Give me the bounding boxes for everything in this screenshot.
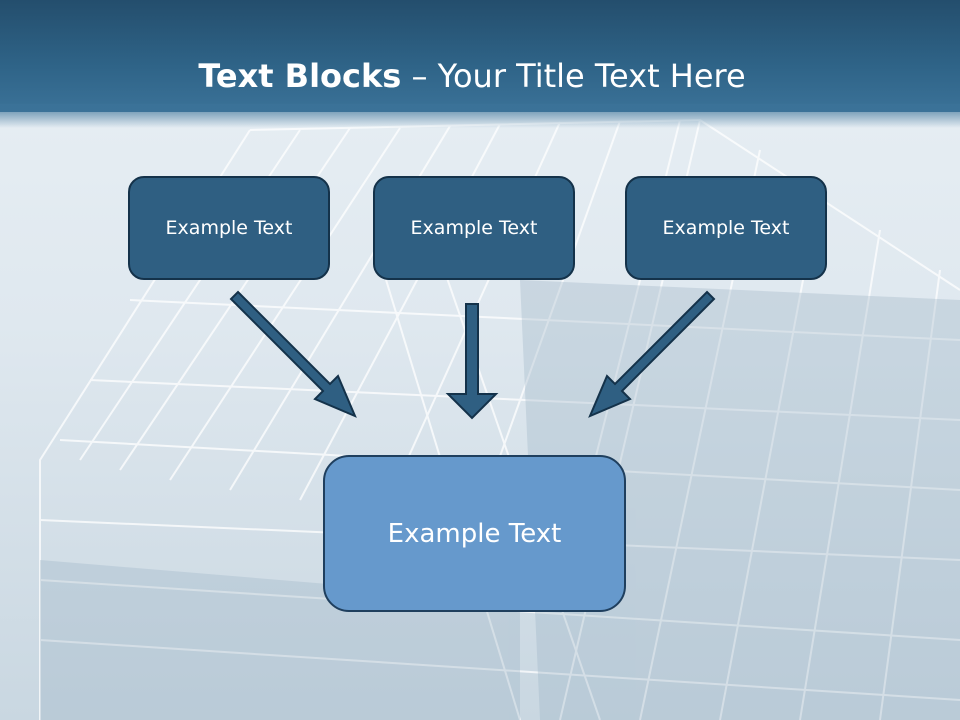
- title-bar: [0, 0, 960, 112]
- title-bold-text: Text Blocks: [198, 57, 402, 95]
- text-block-left[interactable]: Example Text: [128, 176, 330, 280]
- text-block-middle-label: Example Text: [410, 217, 538, 239]
- title-rest-text: Your Title Text Here: [437, 57, 746, 95]
- slide-title: Text Blocks – Your Title Text Here: [0, 52, 944, 100]
- text-block-main[interactable]: Example Text: [323, 455, 626, 612]
- text-block-middle[interactable]: Example Text: [373, 176, 575, 280]
- arrow-right-icon: [588, 290, 716, 418]
- text-block-left-label: Example Text: [165, 217, 293, 239]
- text-block-right[interactable]: Example Text: [625, 176, 827, 280]
- arrow-left-icon: [229, 290, 357, 418]
- text-block-main-label: Example Text: [387, 518, 562, 549]
- text-block-right-label: Example Text: [662, 217, 790, 239]
- title-separator: –: [411, 57, 428, 95]
- arrow-middle-icon: [445, 303, 499, 420]
- title-bar-fade: [0, 104, 960, 128]
